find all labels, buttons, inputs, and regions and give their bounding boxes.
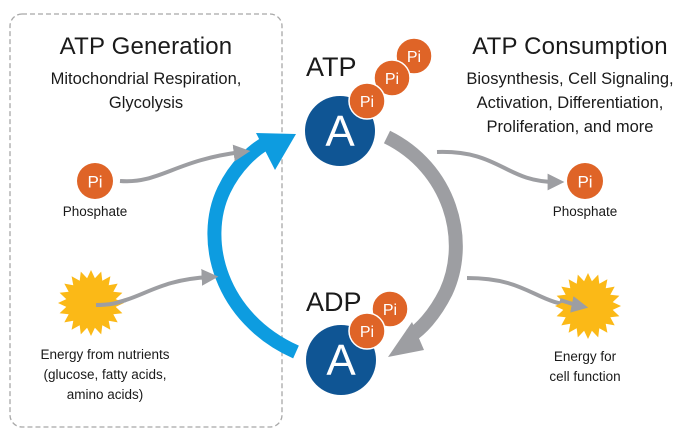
adp-molecule: A Pi Pi xyxy=(306,290,409,395)
svg-text:A: A xyxy=(325,107,355,156)
atp-generation-subtitle: Mitochondrial Respiration, Glycolysis xyxy=(10,67,282,115)
atp-phosphate-1: Pi xyxy=(348,82,386,120)
generation-cycle-arrow xyxy=(207,136,299,359)
energy-sun-icon xyxy=(555,273,621,339)
adp-label: ADP xyxy=(306,287,362,317)
consumption-cycle-arrowhead xyxy=(388,322,424,357)
phosphate-input-label: Phosphate xyxy=(62,204,128,219)
adp-phosphate-1: Pi xyxy=(348,312,386,350)
phosphate-input-icon: Pi xyxy=(77,163,113,199)
energy-output-arrow-tip xyxy=(559,296,589,313)
atp-label: ATP xyxy=(306,52,357,82)
atp-molecule: A Pi Pi Pi xyxy=(305,37,433,166)
energy-input-arrow-tail xyxy=(95,298,127,307)
consumption-cycle-arrow xyxy=(383,130,463,343)
adp-phosphate-2: Pi xyxy=(371,290,409,328)
energy-input-label: Energy from nutrients (glucose, fatty ac… xyxy=(10,345,200,405)
svg-text:Pi: Pi xyxy=(577,173,592,192)
generation-cycle-arrowhead xyxy=(256,133,296,170)
phosphate-input-arrow xyxy=(119,144,251,184)
label-line: cell function xyxy=(549,369,621,384)
svg-text:Pi: Pi xyxy=(385,71,399,88)
subtitle-line: Proliferation, and more xyxy=(486,118,654,136)
label-line: Energy from nutrients xyxy=(40,347,170,362)
atp-consumption-subtitle: Biosynthesis, Cell Signaling, Activation… xyxy=(440,67,700,139)
atp-generation-title: ATP Generation xyxy=(59,33,233,60)
svg-text:Pi: Pi xyxy=(383,302,397,319)
phosphate-output-icon: Pi xyxy=(567,163,603,199)
svg-text:Pi: Pi xyxy=(407,49,421,66)
label-line: amino acids) xyxy=(66,387,144,402)
label-line: Energy for xyxy=(553,349,617,364)
label-line: (glucose, fatty acids, xyxy=(43,367,167,382)
svg-text:Pi: Pi xyxy=(87,173,102,192)
phosphate-output-arrow xyxy=(436,149,565,191)
subtitle-line: Activation, Differentiation, xyxy=(476,94,664,112)
atp-phosphate-2: Pi xyxy=(373,59,411,97)
atp-consumption-title: ATP Consumption xyxy=(472,33,668,60)
energy-output-label: Energy for cell function xyxy=(530,347,640,387)
svg-text:Pi: Pi xyxy=(360,94,374,111)
subtitle-line: Biosynthesis, Cell Signaling, xyxy=(466,70,674,88)
svg-text:Pi: Pi xyxy=(360,324,374,341)
atp-generation-box xyxy=(9,13,283,428)
subtitle-line: Mitochondrial Respiration, xyxy=(50,70,242,88)
energy-sun-icon xyxy=(58,270,124,336)
subtitle-line: Glycolysis xyxy=(108,94,184,112)
svg-text:A: A xyxy=(326,336,356,385)
phosphate-output-label: Phosphate xyxy=(552,204,618,219)
